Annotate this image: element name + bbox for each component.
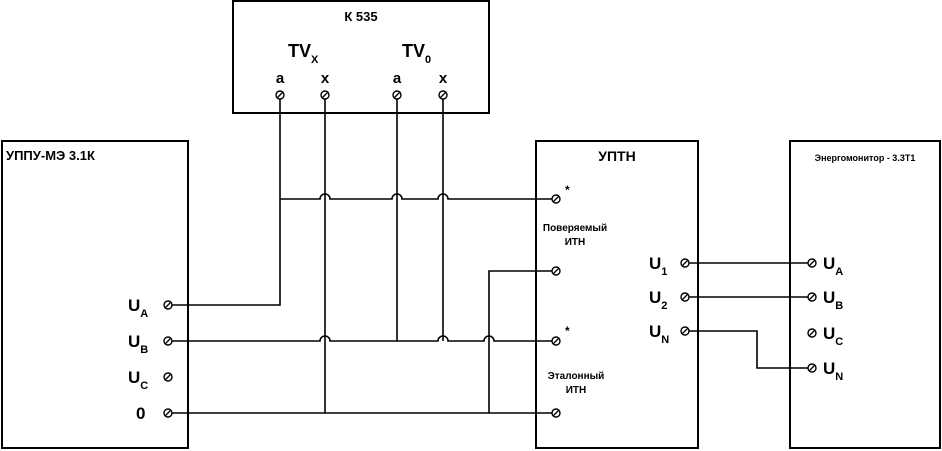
uptn-u2-terminal[interactable] [680,292,690,302]
k535-tv0-a-terminal[interactable] [392,90,402,100]
uptn-checked-star-terminal[interactable] [551,194,561,204]
uptn-checked-line2: ИТН [565,237,586,248]
uptn-ref-line1: Эталонный [548,371,605,382]
uptn-checked-star: * [565,183,570,197]
energo-ua-label: UA [823,254,843,278]
uptn-ref-terminal[interactable] [551,408,561,418]
uptn-ref-star-terminal[interactable] [551,336,561,346]
terminals [163,90,817,418]
wires [168,95,812,414]
uptn-block [535,140,699,449]
k535-tvx-x-terminal[interactable] [320,90,330,100]
k535-x1-label: x [321,70,330,87]
uptn-title: УПТН [598,148,635,164]
k535-tvx-label: TVX [288,41,319,66]
k535-a1-label: a [276,70,285,87]
uppu-ua-terminal[interactable] [163,300,173,310]
k535-a2-label: a [393,70,402,87]
energo-un-terminal[interactable] [807,363,817,373]
energo-ua-terminal[interactable] [807,258,817,268]
uptn-u1-terminal[interactable] [680,258,690,268]
uppu-zero-terminal[interactable] [163,408,173,418]
uptn-ref-line2: ИТН [566,385,587,396]
k535-tv0-x-terminal[interactable] [438,90,448,100]
uptn-u2-label: U2 [649,288,667,312]
energo-uc-terminal[interactable] [807,328,817,338]
uppu-ua-label: UA [128,296,148,320]
uptn-u1-label: U1 [649,254,667,278]
k535-tv0-label: TV0 [402,41,431,66]
uppu-ub-label: UB [128,332,148,356]
k535-title: К 535 [344,9,377,24]
uppu-block [1,140,189,449]
k535-x2-label: x [439,70,448,87]
k535-tvx-a-terminal[interactable] [275,90,285,100]
energo-ub-label: UB [823,288,843,312]
uptn-checked-line1: Поверяемый [543,223,607,234]
uppu-uc-terminal[interactable] [163,372,173,382]
uppu-title: УППУ-МЭ 3.1К [6,148,95,163]
uppu-ub-terminal[interactable] [163,336,173,346]
energo-title: Энергомонитор - 3.3Т1 [815,153,916,163]
uptn-un-label: UN [649,322,669,346]
energo-un-label: UN [823,359,843,383]
uppu-zero-label: 0 [136,404,145,423]
uptn-un-terminal[interactable] [680,326,690,336]
energo-uc-label: UC [823,324,843,348]
uptn-checked-terminal[interactable] [551,266,561,276]
uppu-uc-label: UC [128,368,148,392]
uptn-ref-star: * [565,324,570,338]
energo-ub-terminal[interactable] [807,292,817,302]
